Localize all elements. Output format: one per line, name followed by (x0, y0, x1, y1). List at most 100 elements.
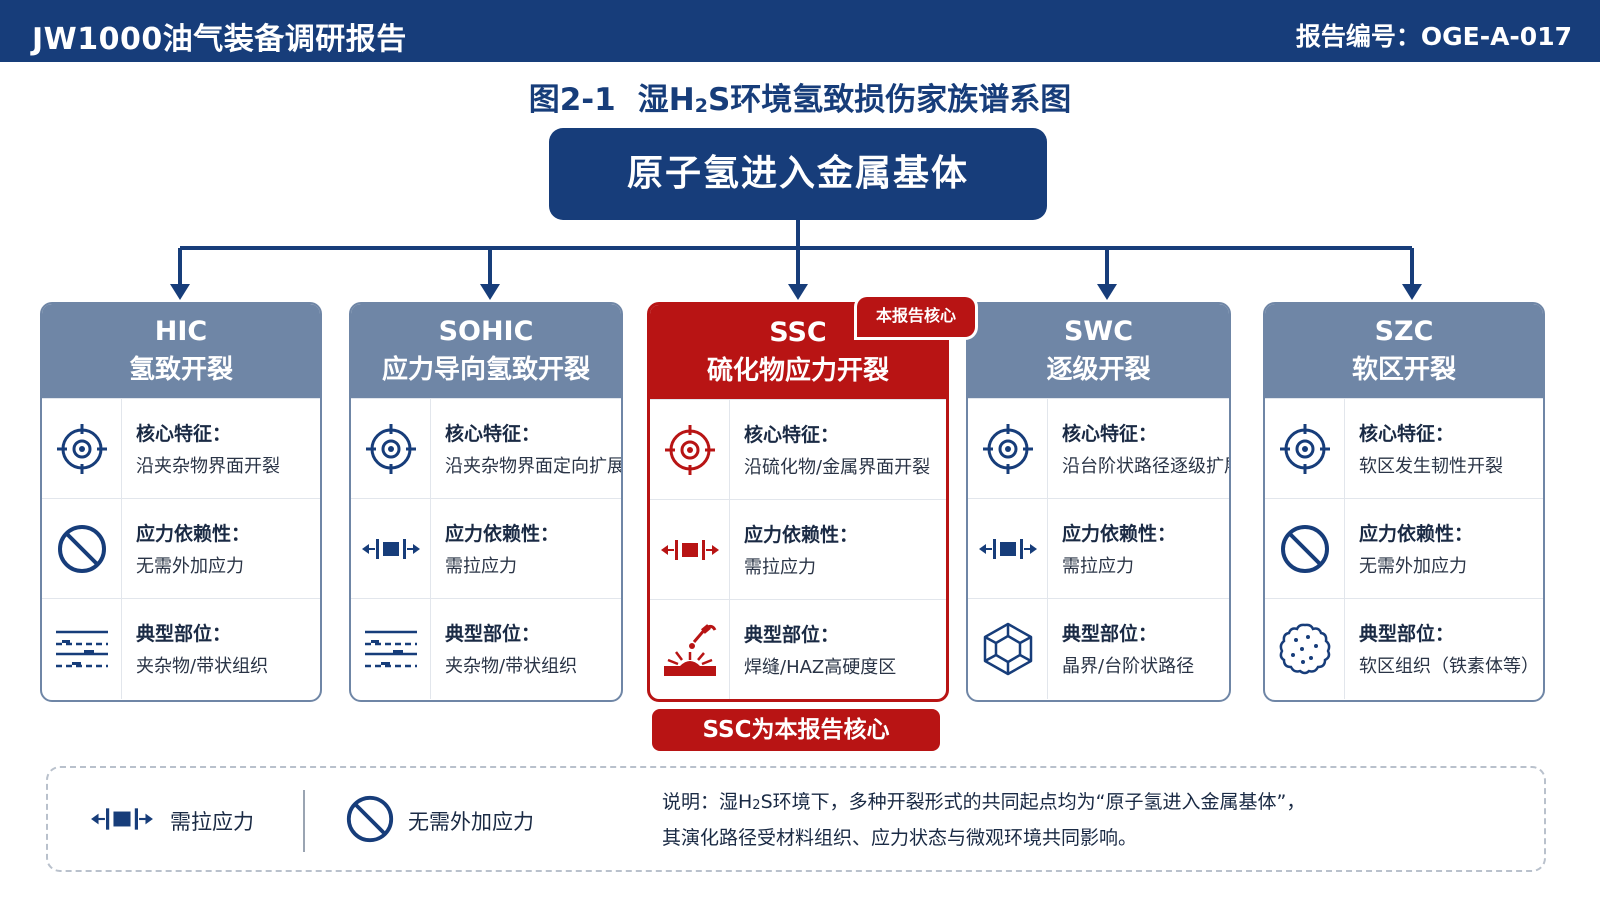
row-label: 典型部位： (136, 623, 232, 645)
arrow-swc (1097, 284, 1117, 300)
row-stress: 应力依赖性： 需拉应力 (650, 499, 946, 600)
target-icon (650, 400, 730, 500)
note-line-2: 其演化路径受材料组织、应力状态与微观环境共同影响。 (662, 827, 1138, 849)
row-value: 软区组织（铁素体等） (1359, 656, 1539, 677)
banded-structure-icon (42, 599, 122, 699)
row-label: 应力依赖性： (744, 524, 859, 546)
card-name: 硫化物应力开裂 (706, 356, 889, 386)
card-ssc: SSC 硫化物应力开裂 核心特征： 沿硫化物/金属界面开裂 应力依赖性： 需拉应… (647, 302, 949, 702)
tensile-stress-icon (968, 499, 1048, 599)
card-abbr: SOHIC (438, 316, 534, 347)
legend-divider (303, 790, 305, 852)
row-stress: 应力依赖性： 无需外加应力 (1265, 498, 1543, 599)
row-label: 应力依赖性： (1359, 523, 1474, 545)
row-location: 典型部位： 焊缝/HAZ高硬度区 (650, 599, 946, 699)
tensile-stress-icon (650, 500, 730, 600)
banded-structure-icon (351, 599, 431, 699)
legend-note: 说明：湿H2S环境下，多种开裂形式的共同起点均为“原子氢进入金属基体”， 其演化… (662, 786, 1422, 854)
row-value: 需拉应力 (1062, 556, 1134, 577)
row-value: 夹杂物/带状组织 (445, 656, 578, 677)
row-label: 典型部位： (445, 623, 541, 645)
row-label: 应力依赖性： (1062, 523, 1177, 545)
card-name: 氢致开裂 (128, 355, 233, 385)
arrow-hic (170, 284, 190, 300)
target-icon (968, 399, 1048, 499)
row-feature: 核心特征： 沿硫化物/金属界面开裂 (650, 399, 946, 500)
core-tag-badge: 本报告核心 (857, 297, 975, 337)
row-label: 典型部位： (1062, 623, 1158, 645)
row-label: 核心特征： (744, 424, 840, 446)
row-label: 核心特征： (1359, 423, 1455, 445)
row-value: 夹杂物/带状组织 (136, 656, 269, 677)
note-line-1: 说明：湿H2S环境下，多种开裂形式的共同起点均为“原子氢进入金属基体”， (662, 786, 1422, 822)
note-line-1-pre: 说明：湿H (662, 791, 753, 813)
figure-number: 图2-1 (528, 82, 616, 118)
row-label: 核心特征： (136, 423, 232, 445)
card-name: 逐级开裂 (1046, 355, 1151, 385)
card-abbr: SZC (1374, 316, 1434, 347)
row-label: 应力依赖性： (445, 523, 560, 545)
arrow-szc (1402, 284, 1422, 300)
card-name: 软区开裂 (1351, 355, 1456, 385)
row-location: 典型部位： 软区组织（铁素体等） (1265, 598, 1543, 699)
row-value: 焊缝/HAZ高硬度区 (744, 657, 897, 678)
row-feature: 核心特征： 软区发生韧性开裂 (1265, 398, 1543, 499)
card-header: SOHIC 应力导向氢致开裂 (351, 304, 621, 398)
arrow-ssc (788, 284, 808, 300)
legend-tensile-label: 需拉应力 (170, 810, 254, 834)
row-value: 沿夹杂物界面定向扩展 (445, 456, 623, 477)
card-sohic: SOHIC 应力导向氢致开裂 核心特征： 沿夹杂物界面定向扩展 应力依赖性： 需… (349, 302, 623, 702)
figure-title-post: S环境氢致损伤家族谱系图 (707, 82, 1072, 118)
card-szc: SZC 软区开裂 核心特征： 软区发生韧性开裂 应力依赖性： 无需外加应力 典型… (1263, 302, 1545, 702)
row-value: 沿硫化物/金属界面开裂 (744, 457, 931, 478)
legend-box: 需拉应力 无需外加应力 说明：湿H2S环境下，多种开裂形式的共同起点均为“原子氢… (46, 766, 1546, 872)
no-stress-icon (1265, 499, 1345, 599)
row-value: 软区发生韧性开裂 (1359, 456, 1503, 477)
target-icon (42, 399, 122, 499)
card-swc: SWC 逐级开裂 核心特征： 沿台阶状路径逐级扩展 应力依赖性： 需拉应力 典型… (966, 302, 1231, 702)
tensile-stress-icon (86, 803, 158, 839)
row-value: 无需外加应力 (136, 556, 244, 577)
card-hic: HIC 氢致开裂 核心特征： 沿夹杂物界面开裂 应力依赖性： 无需外加应力 典型… (40, 302, 322, 702)
card-header: SWC 逐级开裂 (968, 304, 1229, 398)
row-location: 典型部位： 夹杂物/带状组织 (351, 598, 621, 699)
root-node: 原子氢进入金属基体 (549, 128, 1047, 220)
row-stress: 应力依赖性： 需拉应力 (351, 498, 621, 599)
row-label: 应力依赖性： (136, 523, 251, 545)
figure-title-pre: 湿H (637, 82, 695, 118)
row-value: 沿台阶状路径逐级扩展 (1062, 456, 1231, 477)
row-value: 需拉应力 (744, 557, 816, 578)
row-value: 晶界/台阶状路径 (1062, 656, 1195, 677)
note-line-1-post: S环境下，多种开裂形式的共同起点均为“原子氢进入金属基体”， (760, 791, 1306, 813)
card-header: SZC 软区开裂 (1265, 304, 1543, 398)
row-label: 核心特征： (445, 423, 541, 445)
row-feature: 核心特征： 沿夹杂物界面定向扩展 (351, 398, 623, 499)
soft-zone-icon (1265, 599, 1345, 699)
header-bar: JW1000油气装备调研报告 报告编号：OGE-A-017 (0, 0, 1600, 62)
card-abbr: HIC (154, 316, 208, 347)
row-value: 沿夹杂物界面开裂 (136, 456, 280, 477)
row-feature: 核心特征： 沿台阶状路径逐级扩展 (968, 398, 1231, 499)
row-stress: 应力依赖性： 无需外加应力 (42, 498, 320, 599)
row-label: 典型部位： (744, 624, 840, 646)
card-header: HIC 氢致开裂 (42, 304, 320, 398)
arrow-sohic (480, 284, 500, 300)
card-abbr: SWC (1063, 316, 1134, 347)
crystal-grain-icon (968, 599, 1048, 699)
row-location: 典型部位： 夹杂物/带状组织 (42, 598, 320, 699)
row-value: 需拉应力 (445, 556, 517, 577)
row-location: 典型部位： 晶界/台阶状路径 (968, 598, 1229, 699)
note-line-1-sub: 2 (752, 798, 761, 813)
card-name: 应力导向氢致开裂 (381, 355, 590, 385)
target-icon (1265, 399, 1345, 499)
legend-no-stress: 无需外加应力 (344, 768, 534, 874)
target-icon (351, 399, 431, 499)
report-title: JW1000油气装备调研报告 (32, 22, 407, 57)
tensile-stress-icon (351, 499, 431, 599)
row-label: 核心特征： (1062, 423, 1158, 445)
legend-no-stress-label: 无需外加应力 (408, 810, 534, 834)
row-label: 典型部位： (1359, 623, 1455, 645)
welding-icon (650, 600, 730, 699)
legend-tensile: 需拉应力 (86, 768, 254, 874)
